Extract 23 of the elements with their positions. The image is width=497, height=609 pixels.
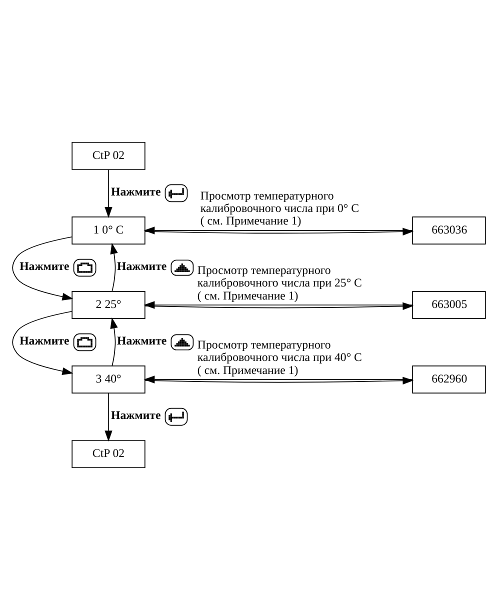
arrow: [12, 310, 73, 375]
edge-label: Нажмите: [19, 258, 69, 273]
arrow: [110, 242, 118, 292]
arrow: [12, 236, 73, 300]
edge-label: Просмотр температурного калибровочного числа при 0° C ( см. Примечание 1): [200, 188, 359, 228]
node-box: CtP 02: [71, 141, 145, 170]
node-box: CtP 02: [71, 440, 145, 468]
edge-label: Нажмите: [116, 333, 166, 348]
edge-label: Нажмите: [116, 258, 166, 273]
node-box: 663005: [412, 290, 486, 318]
node-box: 2 25°: [71, 290, 145, 318]
edge-label: Нажмите: [19, 333, 69, 348]
node-box: 3 40°: [71, 365, 145, 393]
arrow: [104, 168, 112, 218]
edge-label: Просмотр температурного калибровочного числа при 40° C ( см. Примечание 1): [196, 336, 362, 376]
edge-label: Нажмите: [110, 184, 160, 198]
node-box: 662960: [412, 365, 486, 393]
edge-label: Нажмите: [110, 408, 160, 422]
node-box: 663036: [412, 216, 486, 244]
edge-label: Просмотр температурного калибровочного числа при 25° C ( см. Примечание 1): [196, 262, 362, 302]
arrow: [104, 392, 112, 442]
arrow: [110, 316, 118, 366]
node-box: 1 0° C: [71, 216, 145, 244]
